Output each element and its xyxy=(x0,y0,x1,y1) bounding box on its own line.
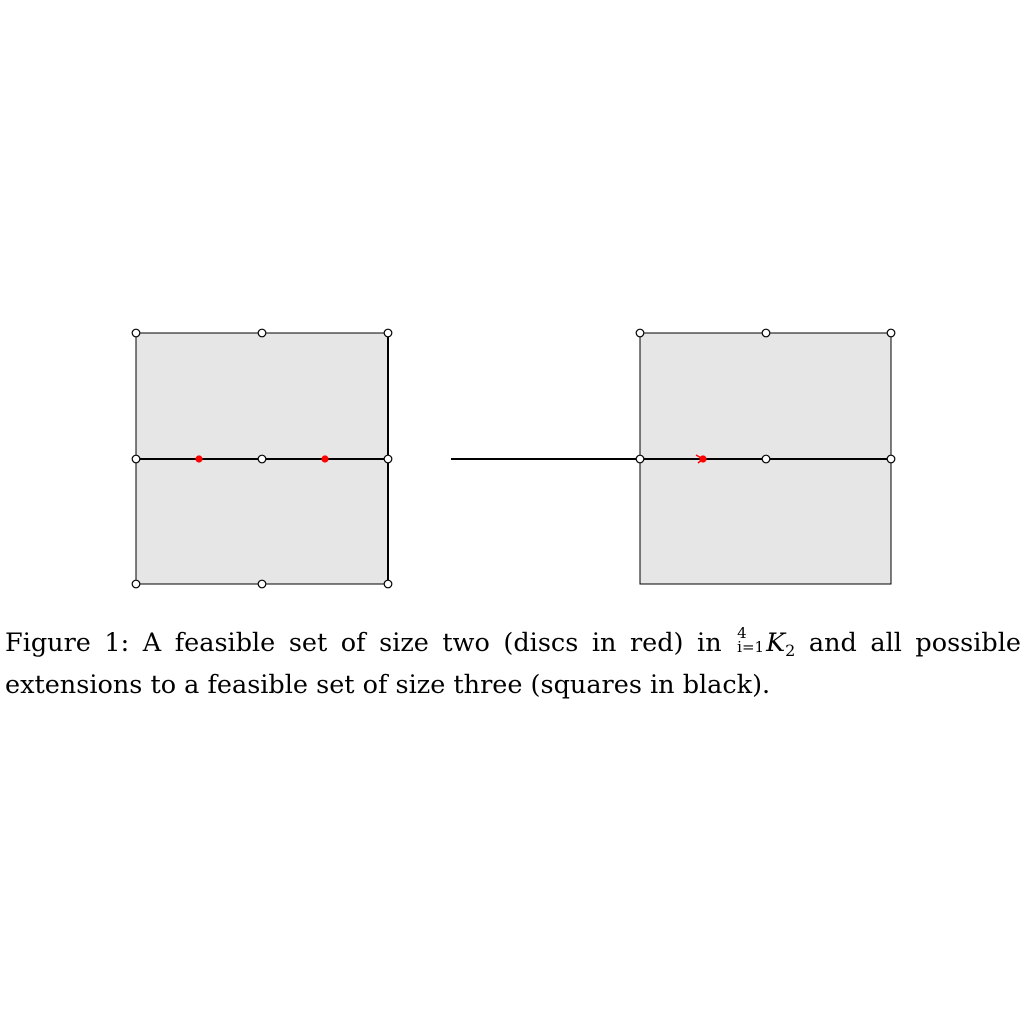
caption-line-1: Figure 1: A feasible set of size two (di… xyxy=(5,626,1021,668)
vertex xyxy=(761,328,771,338)
vertex xyxy=(257,454,267,464)
left-panel xyxy=(131,328,393,589)
caption-text: and all possible xyxy=(795,628,1021,658)
vertex xyxy=(257,328,267,338)
vertex xyxy=(635,454,645,464)
vertex xyxy=(886,454,896,464)
vertex xyxy=(761,454,771,464)
vertex xyxy=(383,454,393,464)
vertex xyxy=(131,579,141,589)
red-disc xyxy=(321,455,329,463)
red-disc xyxy=(195,455,203,463)
vertex xyxy=(635,328,645,338)
figure-illustration xyxy=(131,328,896,589)
vertex xyxy=(131,454,141,464)
red-disc xyxy=(699,455,707,463)
vertex xyxy=(257,579,267,589)
vertex xyxy=(886,328,896,338)
vertex xyxy=(383,579,393,589)
vertex xyxy=(383,328,393,338)
caption-text: Figure 1: A feasible set of size two (di… xyxy=(5,628,736,658)
figure-caption: Figure 1: A feasible set of size two (di… xyxy=(5,626,1021,703)
vertex xyxy=(131,328,141,338)
graph-symbol: K xyxy=(766,628,786,658)
operator-superscript: 4 xyxy=(737,624,747,642)
graph-subscript: 2 xyxy=(785,641,796,660)
operator-subscript: i=1 xyxy=(737,638,765,656)
caption-line-2: extensions to a feasible set of size thr… xyxy=(5,670,771,700)
right-panel xyxy=(635,328,896,585)
